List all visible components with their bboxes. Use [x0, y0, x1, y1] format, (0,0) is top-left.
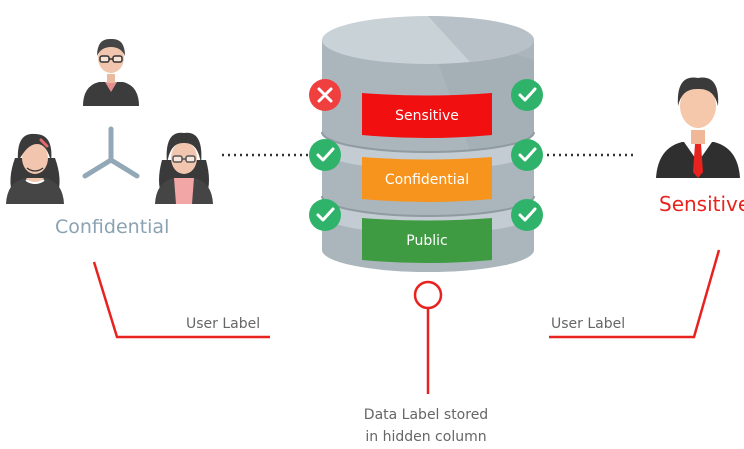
access-granted-icon-left-3 [309, 199, 341, 231]
user-label-annotation-left: User Label [186, 316, 261, 332]
tier-band-confidential: Confidential [362, 157, 492, 202]
access-indicators [309, 79, 543, 231]
user-label-leader-right [549, 249, 721, 339]
group-clearance-label: Confidential [55, 216, 170, 238]
access-granted-icon-right-1 [511, 79, 543, 111]
tier-band-sensitive: Sensitive [362, 93, 492, 138]
tier-label-public: Public [406, 233, 447, 249]
user-avatar-woman-right-icon [155, 132, 213, 204]
tier-label-sensitive: Sensitive [395, 108, 459, 124]
access-denied-icon-left-1 [309, 79, 341, 111]
tier-label-confidential: Confidential [385, 172, 469, 188]
hidden-column-marker [413, 280, 443, 310]
user-clearance-label: Sensitive [659, 192, 744, 216]
tier-band-public: Public [362, 218, 492, 263]
user-label-annotation-right: User Label [551, 316, 626, 332]
data-label-line-2: in hidden column [365, 429, 487, 445]
user-label-leader-left [92, 261, 270, 339]
data-label-line-1: Data Label stored [363, 407, 489, 423]
access-granted-icon-right-3 [511, 199, 543, 231]
user-group-confidential [6, 38, 213, 204]
user-avatar-woman-left-icon [6, 133, 64, 204]
user-avatar-man-right-icon [656, 77, 740, 178]
data-label-annotation: Data Label stored in hidden column [346, 404, 506, 448]
group-connector-icon [82, 126, 140, 179]
access-granted-icon-right-2 [511, 139, 543, 171]
access-granted-icon-left-2 [309, 139, 341, 171]
user-avatar-man-top-icon [83, 38, 139, 106]
